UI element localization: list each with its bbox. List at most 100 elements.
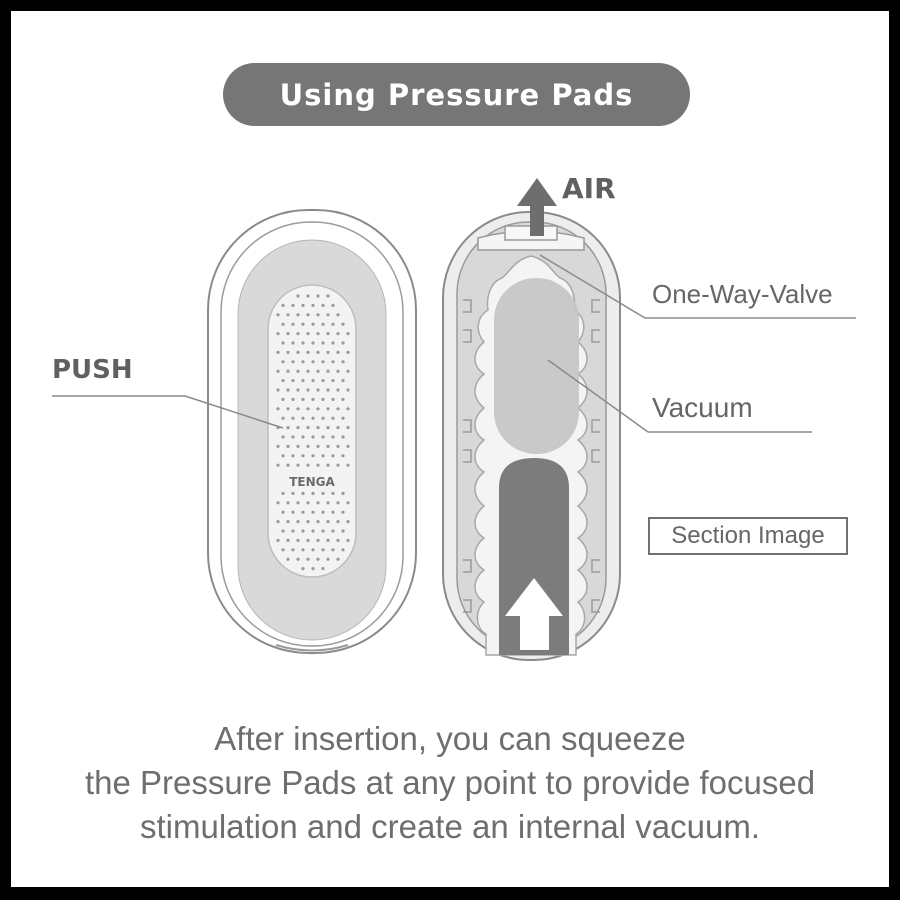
pad-dot — [296, 520, 300, 524]
pad-dot — [311, 416, 315, 420]
pad-dot — [331, 529, 335, 533]
pad-dot — [286, 557, 290, 561]
pad-dot — [311, 360, 315, 364]
pad-dot — [326, 538, 330, 543]
pad-dot — [336, 407, 340, 411]
pad-dot — [301, 341, 305, 345]
pad-dot — [331, 303, 335, 307]
pad-dot — [321, 491, 325, 495]
pad-dot — [296, 388, 300, 392]
pad-dot — [281, 454, 285, 458]
pad-dot — [326, 557, 330, 561]
pad-dot — [306, 520, 310, 524]
pad-dot — [296, 463, 300, 467]
pad-dot — [301, 303, 305, 307]
pad-dot — [276, 388, 280, 392]
pad-dot — [326, 332, 330, 336]
pad-dot — [326, 426, 330, 430]
pad-dot — [316, 369, 320, 373]
pad-dot — [281, 548, 285, 552]
pad-dot — [311, 341, 315, 345]
pad-dot — [301, 416, 305, 420]
pad-dot — [296, 444, 300, 448]
pad-dot — [341, 379, 345, 383]
pad-dot — [321, 510, 325, 514]
pad-dot — [306, 369, 310, 373]
pad-dot — [311, 567, 315, 571]
pad-dot — [331, 416, 335, 420]
pad-dot — [286, 313, 290, 317]
pad-dot — [311, 397, 315, 401]
pad-dot — [341, 510, 345, 514]
pad-dot — [326, 313, 330, 317]
pad-dot — [311, 529, 315, 533]
pad-dot — [346, 463, 350, 467]
pad-dot — [286, 350, 290, 354]
pad-dot — [306, 557, 310, 561]
vacuum-label: Vacuum — [652, 392, 753, 423]
pad-dot — [346, 501, 350, 505]
pad-dot — [341, 548, 345, 552]
pad-dot — [336, 332, 340, 336]
pad-dot — [311, 322, 315, 326]
pad-dot — [291, 454, 295, 458]
pad-dot — [301, 454, 305, 458]
pad-dot — [276, 538, 280, 543]
insert-arrow-icon — [505, 578, 563, 650]
air-arrow-icon — [517, 178, 557, 236]
pad-dot — [301, 567, 305, 571]
pad-dot — [281, 303, 285, 307]
pad-dot — [296, 426, 300, 430]
pad-dot — [296, 294, 300, 298]
pad-dot — [326, 501, 330, 505]
pad-dot — [321, 435, 325, 439]
pad-dot — [336, 388, 340, 392]
pad-dot — [331, 360, 335, 364]
pad-dot — [296, 538, 300, 543]
pad-dot — [321, 567, 325, 571]
pad-dot — [306, 350, 310, 354]
pad-dot — [331, 397, 335, 401]
pad-dot — [336, 313, 340, 317]
pad-dot — [296, 332, 300, 336]
pad-dot — [316, 557, 320, 561]
valve-leader-line — [539, 254, 856, 319]
pad-dot — [301, 491, 305, 495]
pad-dot — [341, 360, 345, 364]
title-pill: Using Pressure Pads — [223, 63, 690, 126]
pad-dot — [291, 491, 295, 495]
one-way-valve-label: One-Way-Valve — [652, 279, 833, 309]
pad-dot — [346, 369, 350, 373]
pad-dot — [276, 313, 280, 317]
pad-dot — [341, 397, 345, 401]
pad-dot — [281, 510, 285, 514]
pad-dot — [321, 379, 325, 383]
pad-dot — [346, 388, 350, 392]
pad-dot — [281, 379, 285, 383]
caption-line-3: stimulation and create an internal vacuu… — [139, 808, 760, 845]
pad-dot — [331, 510, 335, 514]
caption-line-1: After insertion, you can squeeze — [214, 720, 686, 757]
pad-dot — [301, 510, 305, 514]
pad-dot — [331, 322, 335, 326]
pad-dot — [311, 303, 315, 307]
pad-dot — [281, 322, 285, 326]
pad-dot — [306, 501, 310, 505]
pad-dot — [291, 303, 295, 307]
pad-dot — [286, 332, 290, 336]
pad-dot — [286, 463, 290, 467]
pad-dot — [286, 444, 290, 448]
pad-dot — [276, 501, 280, 505]
pad-dot — [291, 322, 295, 326]
pad-dot — [311, 491, 315, 495]
pad-dot — [346, 426, 350, 430]
pad-dot — [296, 350, 300, 354]
pad-dot — [286, 369, 290, 373]
pad-dot — [281, 529, 285, 533]
pad-dot — [281, 435, 285, 439]
pad-dot — [311, 435, 315, 439]
tenga-logo-text: TENGA — [289, 475, 335, 489]
pad-dot — [291, 360, 295, 364]
pad-dot — [316, 501, 320, 505]
